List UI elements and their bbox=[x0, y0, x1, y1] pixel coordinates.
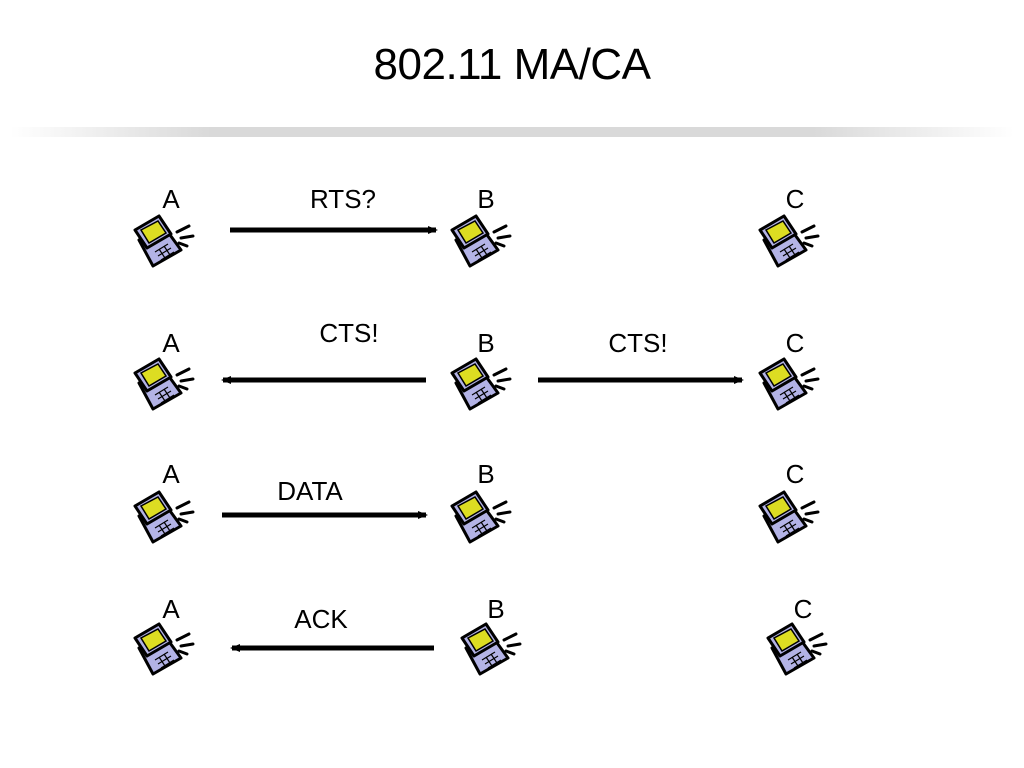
node-label-a: A bbox=[162, 594, 180, 624]
diagram-row-2: A B C CTS! CTS! bbox=[133, 318, 820, 411]
node-label-c: C bbox=[786, 459, 805, 489]
message-label: ACK bbox=[294, 604, 348, 634]
laptop-icon bbox=[133, 357, 195, 411]
node-label-b: B bbox=[477, 184, 494, 214]
node-label-a: A bbox=[162, 459, 180, 489]
title-divider bbox=[10, 127, 1014, 137]
laptop-icon bbox=[133, 622, 195, 676]
message-label: CTS! bbox=[319, 318, 378, 348]
message-label: DATA bbox=[277, 476, 343, 506]
laptop-icon bbox=[758, 490, 820, 544]
message-label: RTS? bbox=[310, 184, 376, 214]
node-label-a: A bbox=[162, 328, 180, 358]
node-label-c: C bbox=[786, 184, 805, 214]
node-label-b: B bbox=[487, 594, 504, 624]
node-label-c: C bbox=[786, 328, 805, 358]
message-label: CTS! bbox=[608, 328, 667, 358]
laptop-icon bbox=[758, 357, 820, 411]
node-label-a: A bbox=[162, 184, 180, 214]
laptop-icon bbox=[758, 214, 820, 268]
node-label-b: B bbox=[477, 459, 494, 489]
diagram-row-4: A B C ACK bbox=[133, 594, 828, 676]
node-label-b: B bbox=[477, 328, 494, 358]
laptop-icon bbox=[460, 622, 522, 676]
laptop-icon bbox=[450, 357, 512, 411]
laptop-icon bbox=[133, 214, 195, 268]
laptop-icon bbox=[766, 622, 828, 676]
laptop-icon bbox=[450, 214, 512, 268]
diagram-row-3: A B C DATA bbox=[133, 459, 820, 544]
laptop-icon bbox=[133, 490, 195, 544]
laptop-icon bbox=[450, 490, 512, 544]
diagram-row-1: A B C RTS? bbox=[133, 184, 820, 268]
node-label-c: C bbox=[794, 594, 813, 624]
page-title: 802.11 MA/CA bbox=[373, 40, 651, 89]
